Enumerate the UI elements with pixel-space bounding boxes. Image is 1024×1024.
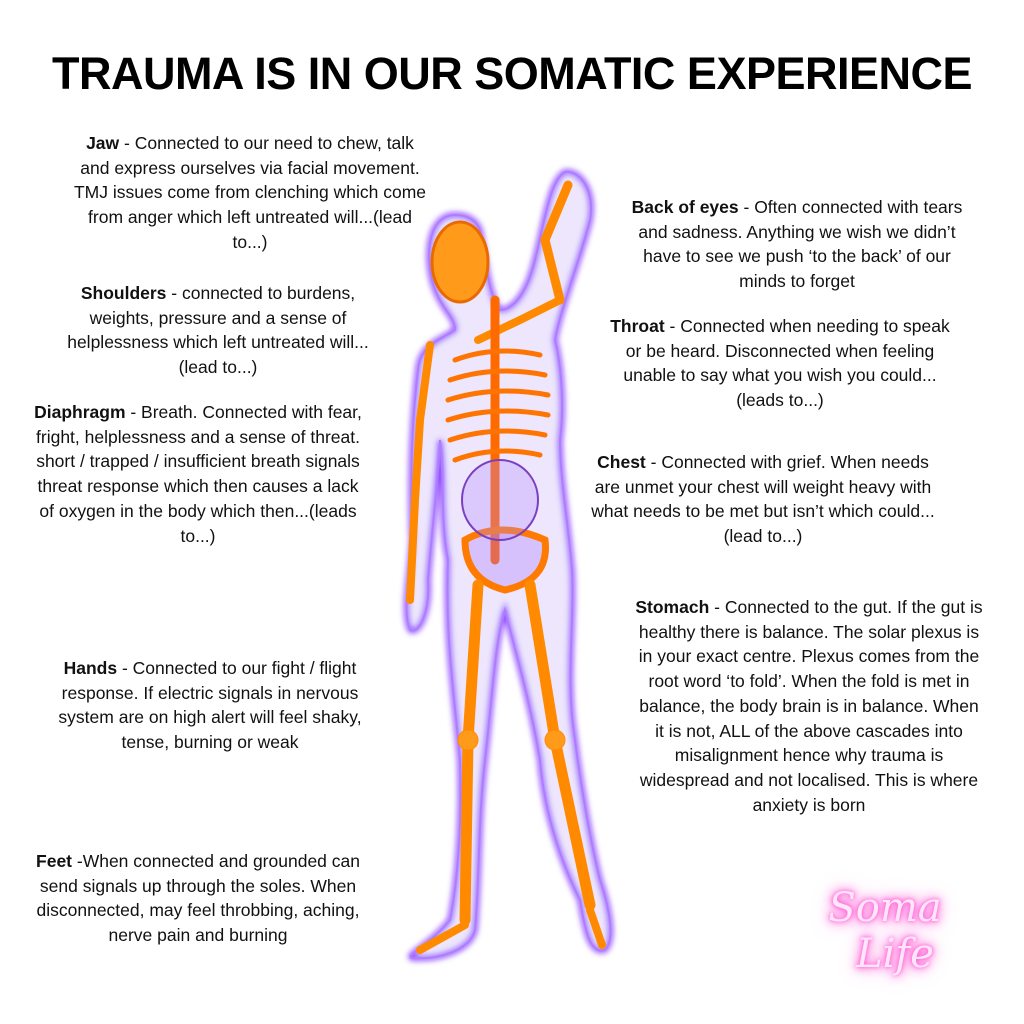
stomach-text: - Connected to the gut. If the gut is he… — [638, 597, 983, 815]
back-of-eyes-text: - Often connected with tears and sadness… — [638, 197, 963, 292]
chest-heading: Chest — [597, 452, 646, 472]
chest-text: - Connected with grief. When needs are u… — [591, 452, 935, 547]
hands-text: - Connected to our fight / flight respon… — [58, 658, 362, 753]
throat-text: - Connected when needing to speak or be … — [623, 316, 950, 411]
shoulders-note: Shoulders - connected to burdens, weight… — [18, 281, 418, 380]
skull — [430, 220, 490, 304]
logo-line2: Life — [856, 931, 934, 977]
throat-note: Throat - Connected when needing to speak… — [580, 314, 980, 413]
skeleton-body-illustration — [404, 169, 613, 961]
hands-note: Hands - Connected to our fight / flight … — [10, 656, 410, 755]
diaphragm-text: - Breath. Connected with fear, fright, h… — [36, 402, 362, 546]
back-of-eyes-heading: Back of eyes — [631, 197, 739, 217]
throat-heading: Throat — [610, 316, 665, 336]
feet-heading: Feet — [36, 851, 72, 871]
bones — [406, 180, 606, 954]
back-of-eyes-note: Back of eyes - Often connected with tear… — [597, 195, 997, 294]
hands-heading: Hands — [63, 658, 118, 678]
logo-line1: Soma — [828, 885, 942, 931]
feet-text: -When connected and grounded can send si… — [36, 851, 360, 946]
shoulders-text: - connected to burdens, weights, pressur… — [67, 283, 369, 378]
feet-note: Feet -When connected and grounded can se… — [0, 849, 396, 948]
jaw-heading: Jaw — [86, 133, 120, 153]
stomach-heading: Stomach — [635, 597, 710, 617]
shoulders-heading: Shoulders — [80, 283, 167, 303]
jaw-text: - Connected to our need to chew, talk an… — [73, 133, 427, 252]
diaphragm-heading: Diaphragm — [34, 402, 126, 422]
diaphragm-note: Diaphragm - Breath. Connected with fear,… — [0, 400, 396, 548]
page-title: TRAUMA IS IN OUR SOMATIC EXPERIENCE — [51, 48, 973, 99]
jaw-note: Jaw - Connected to our need to chew, tal… — [40, 131, 460, 255]
chest-note: Chest - Connected with grief. When needs… — [553, 450, 973, 549]
stomach-note: Stomach - Connected to the gut. If the g… — [600, 595, 1018, 817]
